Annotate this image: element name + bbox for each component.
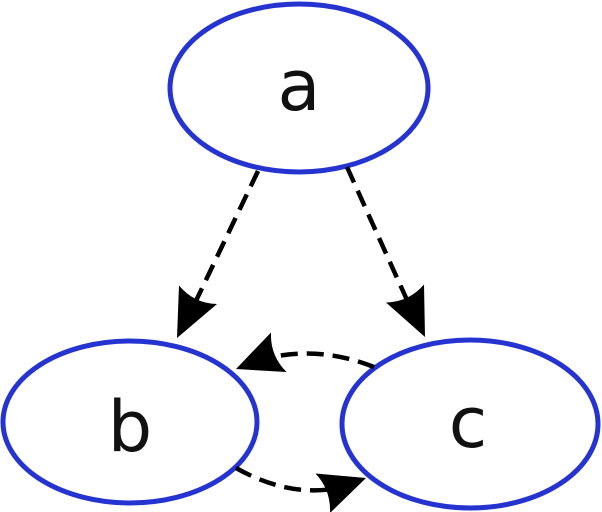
node-a [167,1,431,175]
edge-a-to-c [344,166,425,337]
node-a-label: a [278,45,321,127]
node-c [339,337,601,511]
node-c-label: c [449,382,488,464]
edge-a-to-b-arrowhead-icon [177,285,217,338]
edge-a-to-b [177,170,261,338]
node-b-label: b [108,386,152,468]
edge-c-to-b-arrowhead-icon [236,332,287,372]
node-b [0,338,260,506]
node-b-ellipse [0,338,260,506]
edge-b-to-c [234,466,366,512]
node-c-ellipse [339,337,601,511]
edge-b-to-c-arrowhead-icon [315,473,366,512]
edge-c-to-b [236,332,375,372]
node-a-ellipse [167,1,431,175]
edge-a-to-c-line [344,166,410,301]
edge-a-to-b-line [191,170,261,306]
edge-a-to-c-arrowhead-icon [386,284,425,337]
